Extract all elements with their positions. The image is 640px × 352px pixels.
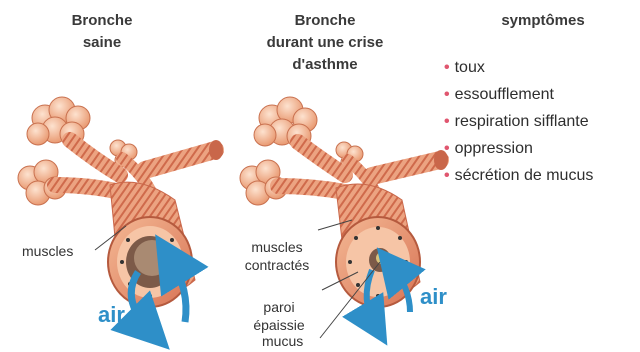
symptom-text: sécrétion de mucus: [455, 167, 594, 184]
title-healthy: Bronche saine: [52, 10, 152, 54]
title-healthy-text: Bronche saine: [72, 12, 133, 51]
label-muscles-text: muscles: [22, 243, 73, 259]
label-paroi-epaissie: paroi épaissie: [244, 280, 314, 334]
symptom-item: • essoufflement: [444, 81, 593, 108]
label-air-right: air: [420, 284, 447, 310]
bullet-icon: •: [444, 167, 450, 184]
bullet-icon: •: [444, 59, 450, 76]
title-asthma-text: Bronche durant une crise d'asthme: [267, 12, 384, 73]
label-air-left: air: [98, 302, 125, 328]
label-muscles-contractes: muscles contractés: [236, 220, 318, 274]
symptom-list: • toux • essoufflement • respiration siffla…: [444, 54, 593, 189]
symptom-item: • oppression: [444, 135, 593, 162]
label-muscles: muscles: [22, 242, 73, 260]
symptom-text: toux: [455, 59, 485, 76]
label-mucus-text: mucus: [262, 333, 303, 349]
title-symptoms-text: symptômes: [501, 12, 584, 29]
symptom-text: oppression: [455, 140, 533, 157]
label-air-left-text: air: [98, 302, 125, 327]
healthy-bronchus: [18, 97, 223, 330]
symptom-text: essoufflement: [455, 86, 554, 103]
label-muscles-contractes-text: muscles contractés: [245, 239, 310, 273]
symptom-item: • toux: [444, 54, 593, 81]
bullet-icon: •: [444, 140, 450, 157]
label-air-right-text: air: [420, 284, 447, 309]
symptom-text: respiration sifflante: [455, 113, 589, 130]
title-symptoms: symptômes: [488, 10, 598, 32]
title-asthma: Bronche durant une crise d'asthme: [255, 10, 395, 76]
label-paroi-epaissie-text: paroi épaissie: [253, 299, 304, 333]
bullet-icon: •: [444, 113, 450, 130]
bullet-icon: •: [444, 86, 450, 103]
label-mucus: mucus: [262, 332, 303, 350]
symptom-item: • sécrétion de mucus: [444, 162, 593, 189]
symptom-item: • respiration sifflante: [444, 108, 593, 135]
